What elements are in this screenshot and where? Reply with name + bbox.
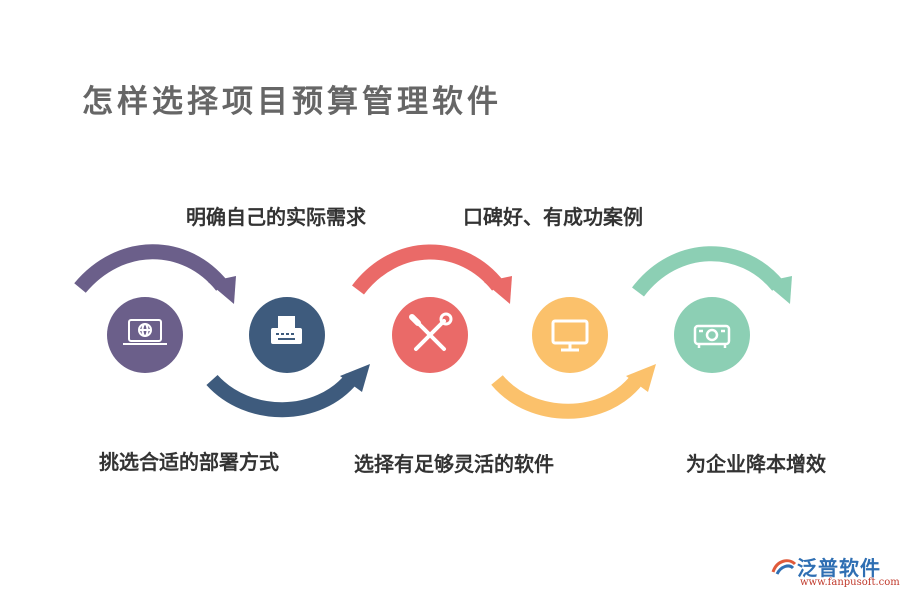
step-label-5: 为企业降本增效 [686, 452, 826, 476]
arrow-2-to-3 [206, 364, 370, 418]
step-label-2: 明确自己的实际需求 [186, 205, 366, 229]
printer-icon [271, 316, 302, 344]
step-label-3: 选择有足够灵活的软件 [354, 452, 554, 476]
step-label-4: 口碑好、有成功案例 [463, 205, 643, 229]
step-label-1: 挑选合适的部署方式 [99, 450, 279, 474]
arrow-5-out [632, 246, 792, 304]
brand-name: 泛普软件 [797, 556, 881, 580]
brand-logo: 泛普软件 [771, 552, 881, 581]
laptop-globe-icon [123, 319, 167, 345]
projector-icon [693, 324, 731, 348]
arrow-1-to-2 [74, 244, 236, 304]
step-node-2 [249, 297, 325, 373]
step-node-3 [392, 297, 468, 373]
arrow-4-to-5 [491, 364, 656, 419]
step-node-5 [674, 297, 750, 373]
arrow-3-to-4 [352, 244, 512, 304]
step-node-1 [107, 297, 183, 373]
monitor-icon [551, 319, 589, 352]
step-node-4 [532, 297, 608, 373]
fanpu-logo-icon [771, 558, 797, 575]
brand-url: www.fanpusoft.com [800, 577, 900, 588]
page-title: 怎样选择项目预算管理软件 [82, 84, 502, 120]
tools-icon [409, 312, 453, 351]
